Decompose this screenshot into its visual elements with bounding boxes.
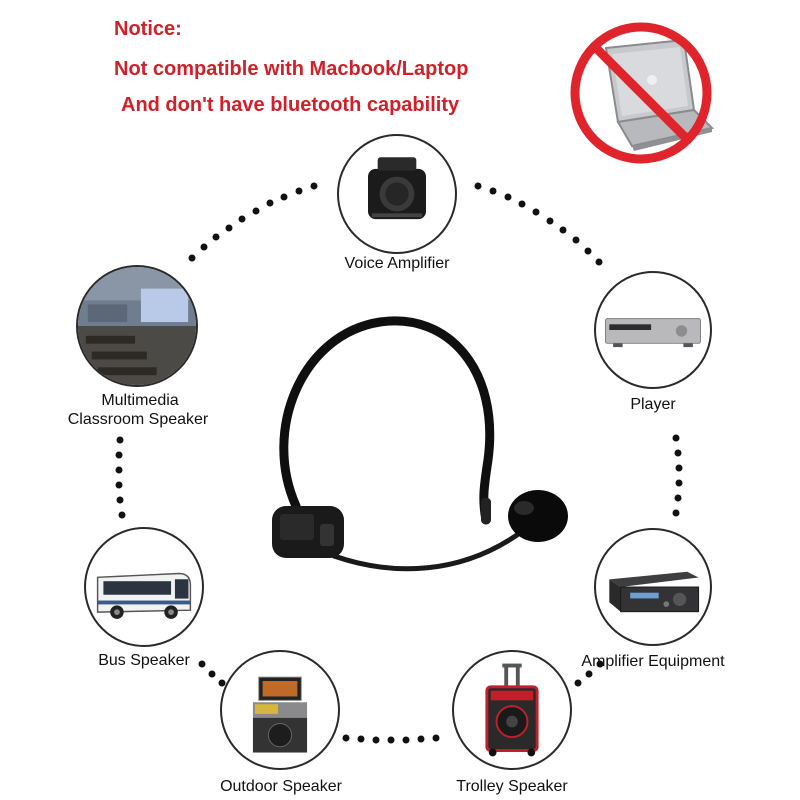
bus-icon [96, 572, 192, 619]
notice-title: Notice: [114, 18, 182, 40]
outdoor-speaker-label: Outdoor Speaker [220, 778, 342, 795]
multimedia-classroom-label-line2: Classroom Speaker [67, 411, 209, 428]
trolley-speaker-icon [485, 663, 539, 757]
trolley-speaker-label: Trolley Speaker [456, 778, 568, 795]
player-circle [594, 271, 712, 389]
amplifier-equipment-circle [594, 528, 712, 646]
multimedia-classroom-label-line1: Multimedia [101, 392, 179, 409]
trolley-speaker-circle [452, 650, 572, 770]
voice-amplifier-label: Voice Amplifier [344, 255, 450, 272]
multimedia-classroom-circle [76, 265, 198, 387]
notice-line-bluetooth: And don't have bluetooth capability [121, 94, 460, 116]
amplifier-icon [609, 571, 700, 613]
wireless-headset-microphone-icon [262, 310, 572, 600]
notice-line-compatibility: Not compatible with Macbook/Laptop [114, 58, 469, 80]
outdoor-speaker-circle [220, 650, 340, 770]
voice-amplifier-circle [337, 134, 457, 254]
bus-speaker-circle [84, 527, 204, 647]
player-icon [605, 318, 701, 348]
classroom-icon [78, 267, 196, 385]
outdoor-speaker-icon [252, 676, 308, 753]
voice-amplifier-icon [368, 157, 426, 220]
bus-speaker-label: Bus Speaker [98, 652, 190, 669]
no-laptop-icon [566, 18, 716, 168]
player-label: Player [630, 396, 676, 413]
amplifier-equipment-label: Amplifier Equipment [581, 653, 725, 670]
